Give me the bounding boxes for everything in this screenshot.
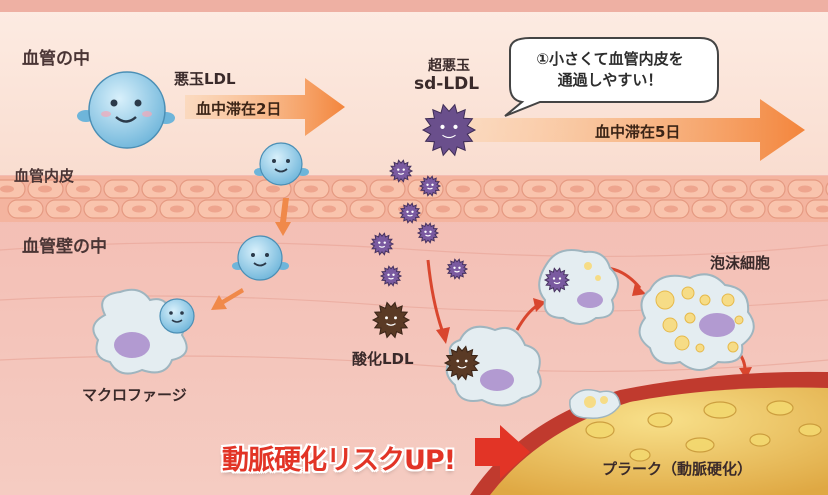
oxidized-ldl	[371, 301, 411, 339]
label-oxidized-ldl: 酸化LDL	[352, 350, 414, 368]
plaque	[470, 371, 828, 495]
sd-ldl-engulfed	[543, 267, 571, 293]
label-bad-ldl-duration: 血中滞在2日	[196, 100, 282, 118]
ldl-small-2	[232, 235, 289, 281]
ldl-small-1	[254, 142, 309, 186]
sd-ldl-particles	[369, 159, 469, 287]
label-super-bad: 超悪玉	[428, 58, 470, 74]
label-blood-vessel-inside: 血管の中	[22, 49, 90, 69]
bubble-line-1: ①小さくて血管内皮を	[536, 50, 684, 68]
label-macrophage: マクロファージ	[82, 386, 187, 404]
speech-bubble-text: ①小さくて血管内皮を 通過しやすい！	[505, 40, 715, 102]
bad-ldl-character	[77, 71, 175, 149]
label-plaque: プラーク（動脈硬化）	[602, 460, 753, 478]
label-risk-up: 動脈硬化リスクUP!	[222, 445, 456, 476]
arrowheads	[436, 283, 752, 380]
label-vessel-wall-inside: 血管壁の中	[22, 237, 107, 257]
foam-cell	[638, 273, 755, 371]
sd-ldl-arrow	[470, 99, 805, 161]
label-endothelium: 血管内皮	[14, 167, 75, 185]
bad-ldl-arrow	[185, 78, 345, 136]
label-sd-ldl-duration: 血中滞在5日	[595, 123, 681, 141]
sd-ldl-character	[421, 103, 477, 157]
pathway-arrows-left	[211, 198, 291, 310]
macrophage-cell	[92, 288, 195, 375]
label-foam-cell: 泡沫細胞	[710, 254, 771, 272]
risk-arrow	[475, 425, 530, 479]
oxidized-ldl-engulfed	[443, 345, 481, 381]
speech-bubble	[504, 37, 719, 117]
label-bad-ldl: 悪玉LDL	[174, 70, 236, 88]
bubble-line-2: 通過しやすい！	[557, 71, 663, 89]
macrophage-oxidized	[445, 325, 542, 407]
label-sd-ldl: sd-LDL	[414, 74, 480, 94]
